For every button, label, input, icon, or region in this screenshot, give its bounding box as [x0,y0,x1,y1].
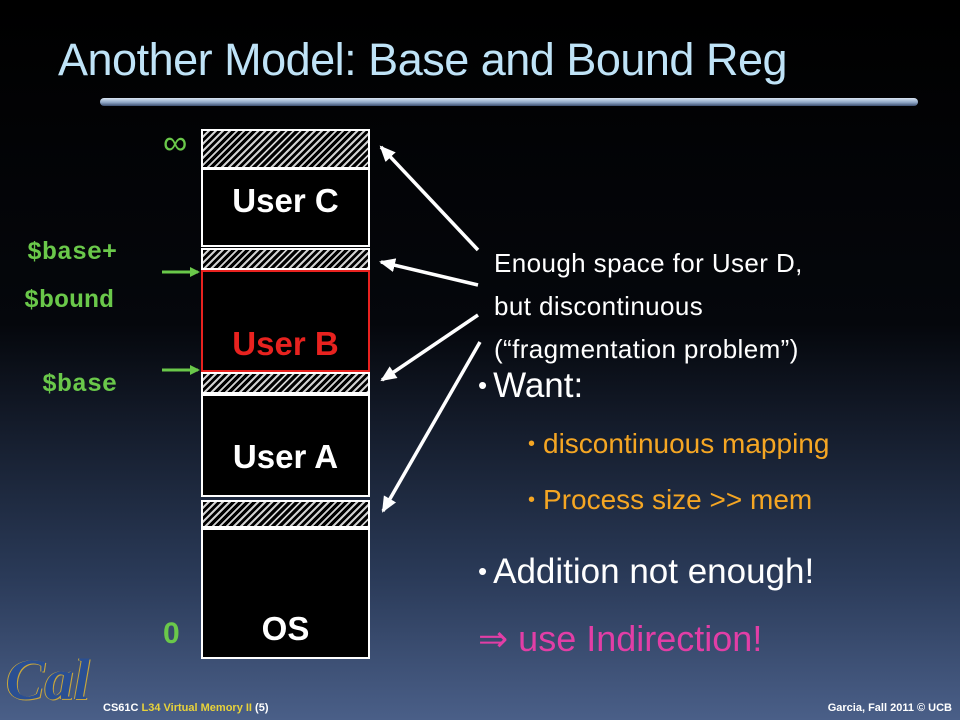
bullet-dot: • [478,370,488,400]
free-space-between-b-a [201,372,370,394]
memory-block-user-a: User A [201,394,370,497]
infinity-label: ∞ [163,124,188,162]
sub-bullet-discontinuous: • discontinuous mapping [528,428,829,460]
want-text: Want: [493,366,584,405]
fragment-arrow-a-os [381,341,482,513]
user-b-label: User B [232,325,339,362]
indirection-text: use Indirection! [518,618,763,659]
footer-credit: Garcia, Fall 2011 © UCB [827,702,952,714]
fragment-arrow-b-a [380,313,479,382]
bullet-dot: • [478,556,488,586]
fragment-arrow-c-b [379,258,479,287]
implies-arrow-icon: ⇒ [478,618,509,659]
footer-slide-number: (5) [255,702,269,714]
fragment-arrow-top [379,145,480,252]
cal-logo: Cal [6,647,90,712]
memory-block-user-b: User B [201,270,370,372]
note-line-1: Enough space for User D, [494,248,803,278]
base-plus-register-label: $base+ [27,238,118,267]
free-space-between-c-b [201,248,370,270]
os-label: OS [261,610,310,647]
address-zero-label: 0 [163,617,180,650]
note-line-2: but discontinuous [494,291,704,321]
user-a-label: User A [232,438,339,475]
fragmentation-note: Enough space for User D, but discontinuo… [494,242,934,371]
bullet-addition: •Addition not enough! [478,552,814,592]
memory-block-user-c: User C [201,168,370,247]
footer-lecture: L34 Virtual Memory II [141,702,252,714]
base-register-label: $base [42,370,118,399]
bullet-indirection: ⇒use Indirection! [478,618,762,660]
addition-text: Addition not enough! [493,552,815,591]
memory-block-os: OS [201,528,370,659]
sub-bullet-text-1: discontinuous mapping [543,428,830,459]
sub-bullet-text-2: Process size >> mem [543,484,813,515]
user-c-label: User C [232,182,339,219]
bullet-want: •Want: [478,366,583,406]
slide-title: Another Model: Base and Bound Reg [58,34,788,85]
bound-register-label: $bound [24,286,115,315]
sub-bullet-dot: • [528,489,536,511]
note-line-3: (“fragmentation problem”) [494,334,799,364]
free-space-between-a-os [201,500,370,528]
footer-course-info: CS61C L34 Virtual Memory II (5) [103,702,269,714]
sub-bullet-process-size: • Process size >> mem [528,484,812,516]
sub-bullet-dot: • [528,433,536,455]
footer-course: CS61C [103,702,139,714]
title-underline [100,98,918,106]
